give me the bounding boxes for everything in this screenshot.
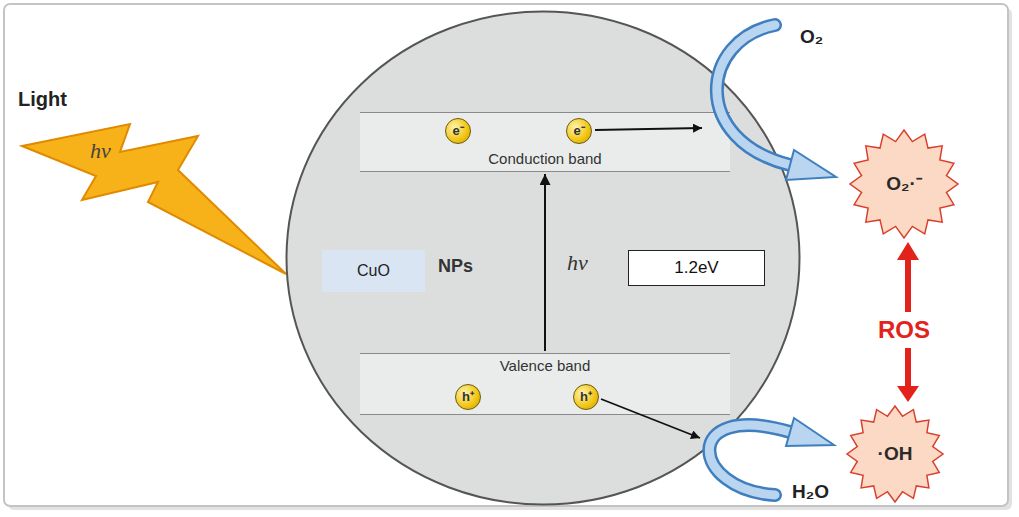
ros-arrow-head <box>897 242 919 260</box>
electron: e⁻ <box>566 118 592 144</box>
node-text: h⁺ <box>580 390 592 405</box>
hole: h⁺ <box>573 384 599 410</box>
frame-border <box>4 4 1008 506</box>
electron: e⁻ <box>445 118 471 144</box>
node-text: e⁻ <box>573 124 584 139</box>
energy-band: Valence band h⁺ h⁺ <box>360 353 730 415</box>
node-text: Valence band <box>500 357 591 374</box>
text-slot: Valence band <box>500 357 591 374</box>
node-text: hν <box>90 138 111 163</box>
node-text: CuO <box>357 262 390 280</box>
material-box: CuO <box>322 250 425 292</box>
ros-arrow-shaft <box>905 258 911 312</box>
label-slot: O₂ <box>800 26 823 48</box>
starburst-outline <box>850 130 958 238</box>
lightning-bolt <box>22 124 286 274</box>
node-text: e⁻ <box>452 124 463 139</box>
ros-arrow-shaft <box>905 348 911 388</box>
ros-label: ROS <box>878 316 930 344</box>
light-label: Light <box>18 88 67 111</box>
text-slot: NPs <box>438 256 473 277</box>
curved-arrow-head <box>786 150 836 180</box>
molecule-label: H₂O <box>792 481 829 503</box>
curved-arrow-body <box>709 425 790 495</box>
node-text: NPs <box>438 256 473 277</box>
text-slot: Light <box>18 88 67 111</box>
light-bolt: Light hν <box>12 88 292 278</box>
curved-arrow-head <box>786 418 834 446</box>
node-text: 1.2eV <box>674 258 718 278</box>
bolt-shape <box>12 88 292 278</box>
photon-label: hν <box>567 250 588 275</box>
text-slot: hν <box>90 138 111 163</box>
hole: h⁺ <box>455 384 481 410</box>
band-gap-box: 1.2eV <box>628 250 765 286</box>
text-slot: Conduction band <box>488 150 601 167</box>
ros-arrow-head <box>897 386 919 402</box>
node-text: Conduction band <box>488 150 601 167</box>
edge-label-slot: hν <box>567 250 588 275</box>
excitation-arrow <box>544 174 546 351</box>
starburst-outline <box>847 406 943 502</box>
node-text: O₂·⁻ <box>886 173 922 195</box>
molecule-label: O₂ <box>800 26 823 48</box>
curved-arrow-outline <box>709 425 790 495</box>
label-slot: H₂O <box>792 481 829 503</box>
ros-starburst: O₂·⁻ <box>845 128 963 240</box>
nanoparticle-outline <box>287 12 800 505</box>
node-text: ·OH <box>878 443 913 465</box>
node-text: h⁺ <box>462 390 474 405</box>
energy-band: Conduction band e⁻ e⁻ <box>360 112 730 172</box>
ros-starburst: ·OH <box>838 404 952 504</box>
label-slot: ROS <box>878 316 930 344</box>
